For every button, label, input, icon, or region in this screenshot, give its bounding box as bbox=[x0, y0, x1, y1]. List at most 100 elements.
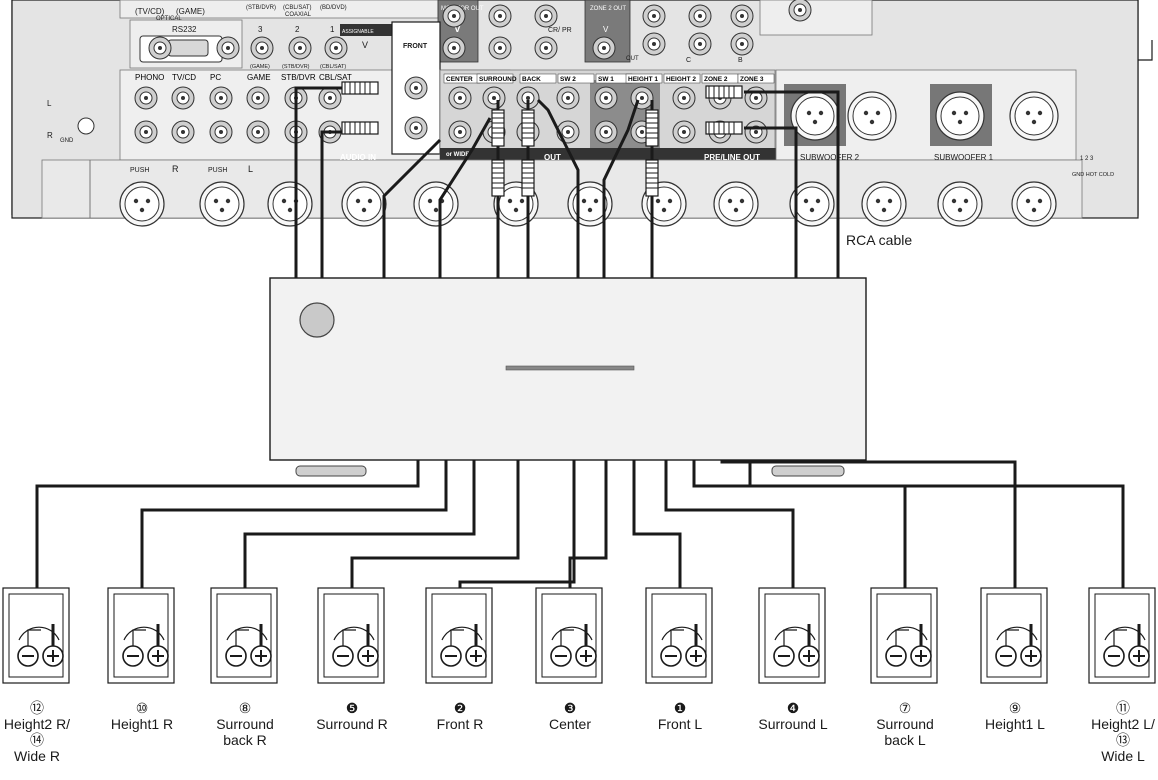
speaker-num: ⑨ bbox=[1008, 700, 1022, 716]
speaker-name: Height1 L bbox=[985, 716, 1045, 732]
video-game-label: (GAME) bbox=[250, 64, 270, 70]
pre-out-channel-label: CENTER bbox=[446, 76, 473, 83]
speaker-name: Height2 L/ bbox=[1091, 716, 1155, 732]
speaker-name: Height1 R bbox=[110, 716, 174, 732]
zone2-out-label: ZONE 2 OUT bbox=[590, 6, 626, 12]
speaker-name: Front L bbox=[657, 716, 703, 732]
speaker-name2: back L bbox=[884, 732, 926, 748]
coaxial-caption: COAXIAL bbox=[285, 12, 312, 18]
xlr-connectors bbox=[77, 91, 1059, 227]
speaker-num: ⑩ bbox=[135, 700, 149, 716]
pre-line-out-label: PRE/LINE OUT bbox=[704, 153, 760, 162]
xlr-pins-label: 1 2 3 bbox=[1080, 156, 1094, 162]
subwoofer-1-label: SUBWOOFER 1 bbox=[934, 153, 994, 162]
video-v-label: V bbox=[362, 40, 368, 50]
rs232-label: RS232 bbox=[172, 25, 197, 34]
input-label: TV/CD bbox=[172, 73, 196, 82]
speakers bbox=[2, 587, 1156, 684]
monitor-v-label: V bbox=[454, 24, 461, 35]
rca-jacks bbox=[134, 0, 812, 144]
speaker-num: ⑪ bbox=[1116, 700, 1130, 716]
speaker-name: Surround bbox=[216, 716, 274, 732]
cr-pr-label: CR/ PR bbox=[548, 27, 572, 34]
pre-out-label: OUT bbox=[544, 153, 561, 162]
speaker-num: ❷ bbox=[453, 700, 467, 716]
num-3-label: 3 bbox=[258, 25, 263, 34]
speaker bbox=[535, 587, 603, 684]
speaker-num: ❸ bbox=[563, 700, 577, 716]
speaker-num: ❺ bbox=[345, 700, 359, 716]
speaker-name: Surround L bbox=[758, 716, 828, 732]
speaker bbox=[210, 587, 278, 684]
speaker-num: ❹ bbox=[786, 700, 800, 716]
speaker-num: ❶ bbox=[673, 700, 687, 716]
input-label: GAME bbox=[247, 73, 271, 82]
speaker-name: Height2 R/ bbox=[3, 716, 71, 732]
coaxial-3-label: (BD/DVD) bbox=[320, 5, 347, 11]
speaker-name: Surround R bbox=[316, 716, 388, 732]
speaker bbox=[645, 587, 713, 684]
speaker bbox=[425, 587, 493, 684]
power-amplifier bbox=[269, 277, 867, 477]
speaker-num: ⑦ bbox=[898, 700, 912, 716]
front-label: FRONT bbox=[403, 43, 428, 50]
audio-in-label: AUDIO IN bbox=[340, 153, 376, 162]
speaker-name2: back R bbox=[223, 732, 267, 748]
speaker-name2: Wide R bbox=[14, 748, 60, 764]
speaker-num: ⑫ bbox=[30, 700, 44, 716]
speaker-name2: Wide L bbox=[1101, 748, 1145, 764]
or-wide-label: or WIDE bbox=[446, 152, 469, 158]
power-knob bbox=[299, 302, 335, 338]
xlr-r-label: R bbox=[172, 164, 179, 174]
pre-out-channel-label: ZONE 3 bbox=[740, 76, 764, 83]
speaker-num2: ⑬ bbox=[1116, 732, 1130, 748]
component-b-label: B bbox=[738, 57, 743, 64]
coaxial-2-label: (CBL/SAT) bbox=[283, 5, 312, 11]
side-r-label: R bbox=[47, 131, 53, 140]
optical-caption: OPTICAL bbox=[156, 16, 182, 22]
rca-cable-caption: RCA cable bbox=[846, 232, 913, 248]
speaker bbox=[2, 587, 70, 684]
side-l-label: L bbox=[47, 99, 52, 108]
push-r-label: PUSH bbox=[130, 167, 149, 174]
speaker bbox=[980, 587, 1048, 684]
receiver-labels: (TV/CD) (GAME) OPTICAL (STB/DVR) (CBL/SA… bbox=[47, 5, 1114, 178]
amp-display-slot bbox=[505, 365, 635, 371]
speaker-name: Center bbox=[548, 716, 592, 732]
input-label: PHONO bbox=[135, 73, 164, 82]
pre-out-channel-label: HEIGHT 2 bbox=[666, 76, 696, 83]
speaker bbox=[317, 587, 385, 684]
speaker-name: Front R bbox=[436, 716, 484, 732]
pre-out-channel-label: HEIGHT 1 bbox=[628, 76, 658, 83]
subwoofer-2-label: SUBWOOFER 2 bbox=[800, 153, 860, 162]
xlr-legend-label: GND HOT COLD bbox=[1072, 172, 1114, 178]
speaker-name: Surround bbox=[876, 716, 934, 732]
video-stb-label: (STB/DVR) bbox=[282, 64, 310, 70]
speaker bbox=[1088, 587, 1156, 684]
speaker-num2: ⑭ bbox=[30, 732, 44, 748]
component-c-label: C bbox=[686, 57, 691, 64]
optical-2-label: (GAME) bbox=[176, 7, 205, 16]
coaxial-1-label: (STB/DVR) bbox=[246, 5, 276, 11]
speaker bbox=[107, 587, 175, 684]
speaker bbox=[870, 587, 938, 684]
speaker bbox=[758, 587, 826, 684]
video-cbl-label: (CBL/SAT) bbox=[320, 64, 346, 70]
input-label: PC bbox=[210, 73, 221, 82]
pre-out-channel-label: BACK bbox=[522, 76, 541, 83]
pre-out-channel-label: SW 2 bbox=[560, 76, 576, 83]
